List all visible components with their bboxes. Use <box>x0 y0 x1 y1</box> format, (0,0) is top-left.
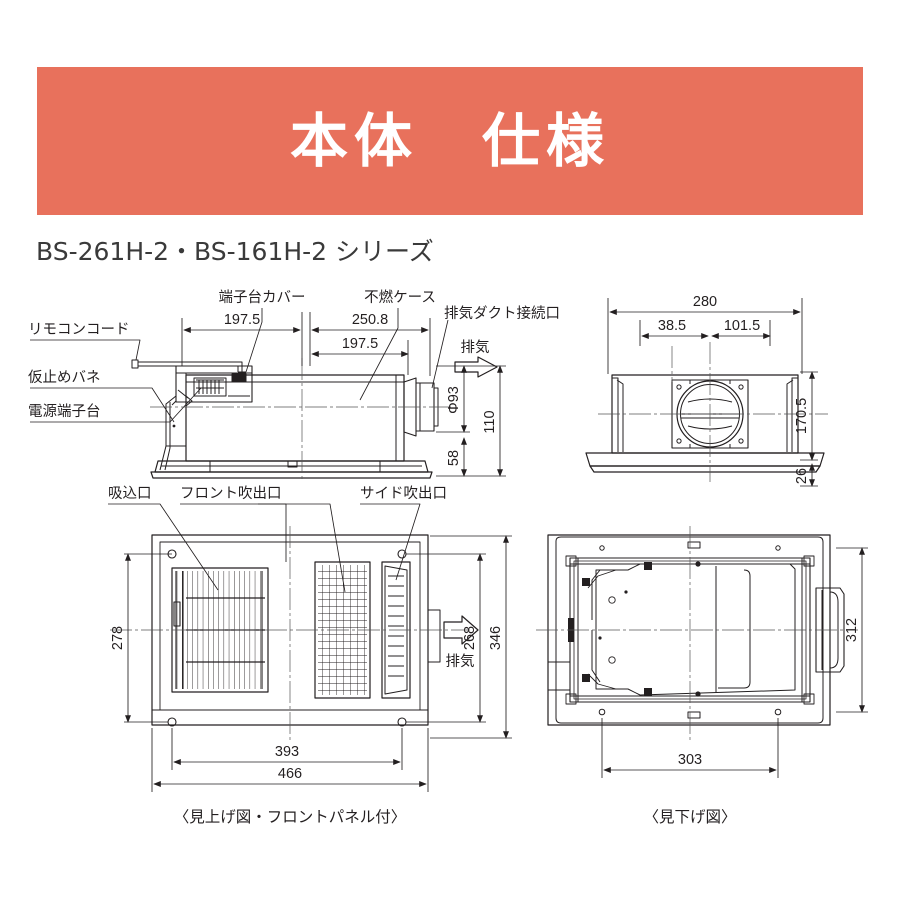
label-intake-port: 吸込口 <box>108 485 152 502</box>
technical-drawing-area: リモコンコード 仮止めバネ 電源端子台 端子台カバー 不燃ケース 排気ダクト接続… <box>0 270 900 840</box>
end-view-duct-flange <box>671 379 749 449</box>
bottom-up-leaders <box>108 503 421 593</box>
header-banner: 本体 仕様 <box>37 67 863 215</box>
end-view-ceiling-panel <box>585 452 825 473</box>
mounting-hole <box>774 708 782 716</box>
dim-bu-346: 346 <box>430 535 512 739</box>
dim-td-303: 303 <box>601 718 779 778</box>
dim-text-466: 466 <box>278 766 302 782</box>
label-noncombustible-case: 不燃ケース <box>364 288 436 306</box>
dim-text-101-5: 101.5 <box>724 318 760 334</box>
dim-side-250-8: 250.8 <box>309 312 431 376</box>
mounting-hole <box>599 545 605 551</box>
dim-text-phi93: Φ93 <box>446 386 462 414</box>
dim-td-312: 312 <box>836 547 868 713</box>
label-power-terminal-block: 電源端子台 <box>28 403 101 420</box>
dim-text-303: 303 <box>678 752 702 768</box>
dim-text-197-5-left: 197.5 <box>224 312 260 328</box>
dim-bu-466: 466 <box>151 728 429 792</box>
exhaust-arrow-icon <box>454 356 498 378</box>
label-remote-cord: リモコンコード <box>28 322 130 338</box>
dim-text-346: 346 <box>488 626 504 650</box>
top-down-view-drawing: 312 303 〈見下げ図〉 <box>536 526 868 826</box>
label-terminal-block-cover: 端子台カバー <box>219 289 306 306</box>
label-side-outlet: サイド吹出口 <box>360 485 447 502</box>
dim-text-58: 58 <box>446 450 462 466</box>
end-view-drawing: 280 38.5 101.5 170.5 <box>585 294 828 487</box>
side-view-main-body <box>185 374 405 472</box>
dim-text-197-5-right: 197.5 <box>342 336 378 352</box>
dim-text-110: 110 <box>482 410 498 433</box>
dim-bu-268: 268 <box>406 553 486 723</box>
remote-cord <box>131 359 246 373</box>
bottom-up-view-caption: 〈見上げ図・フロントパネル付〉 <box>174 808 407 826</box>
technical-drawing-svg: リモコンコード 仮止めバネ 電源端子台 端子台カバー 不燃ケース 排気ダクト接続… <box>28 288 868 826</box>
exhaust-arrow-icon <box>443 615 479 645</box>
dim-end-170-5: 170.5 <box>794 371 818 461</box>
dim-text-268: 268 <box>462 626 478 650</box>
dim-side-197-5-right: 197.5 <box>311 336 409 375</box>
exhaust-flow-label: 排気 <box>461 339 490 356</box>
top-down-internal-detail <box>565 555 815 705</box>
label-exhaust-duct-port: 排気ダクト接続口 <box>444 305 560 322</box>
dim-text-250-8: 250.8 <box>352 312 388 328</box>
top-down-fan-housing <box>591 563 796 696</box>
dim-text-312: 312 <box>844 618 860 642</box>
dim-bu-393: 393 <box>171 728 403 770</box>
bottom-up-view-drawing: 排気 吸込口 フロント吹出口 サイド吹出口 278 <box>108 485 512 826</box>
side-exhaust-outline <box>428 609 441 663</box>
side-view-exhaust-flow: 排気 <box>454 339 498 378</box>
dim-side-phi93: Φ93 <box>436 365 470 433</box>
side-view-drawing: リモコンコード 仮止めバネ 電源端子台 端子台カバー 不燃ケース 排気ダクト接続… <box>28 288 560 482</box>
dim-bu-278: 278 <box>110 553 172 723</box>
label-temporary-spring: 仮止めバネ <box>28 369 101 386</box>
dim-side-197-5-left: 197.5 <box>181 312 303 366</box>
dim-text-278: 278 <box>110 626 126 650</box>
dim-text-170-5: 170.5 <box>794 398 810 434</box>
dim-text-38-5: 38.5 <box>658 318 686 334</box>
bottom-up-exhaust-label: 排気 <box>446 653 475 670</box>
dim-text-393: 393 <box>275 744 299 760</box>
dim-text-280: 280 <box>693 294 717 310</box>
mounting-hole <box>598 708 606 716</box>
model-series-label: BS-261H-2・BS-161H-2 シリーズ <box>36 237 434 266</box>
label-front-outlet: フロント吹出口 <box>180 485 282 502</box>
bottom-up-outer-frame <box>151 534 429 726</box>
dim-text-26: 26 <box>794 468 810 484</box>
dim-end-26: 26 <box>794 463 818 487</box>
temporary-spring-bracket <box>159 389 193 471</box>
mounting-hole <box>775 545 781 551</box>
dim-end-38-5: 38.5 <box>639 318 709 346</box>
dim-side-58: 58 <box>436 437 470 477</box>
dim-end-280: 280 <box>607 294 803 374</box>
top-down-view-caption: 〈見下げ図〉 <box>643 808 736 826</box>
page-title: 本体 仕様 <box>289 107 610 175</box>
top-down-terminal-box <box>547 661 571 691</box>
side-view-ceiling-panel <box>150 460 433 479</box>
dim-end-101-5: 101.5 <box>711 318 771 346</box>
dim-side-110: 110 <box>470 365 506 477</box>
bottom-up-exhaust-flow: 排気 <box>443 615 479 670</box>
